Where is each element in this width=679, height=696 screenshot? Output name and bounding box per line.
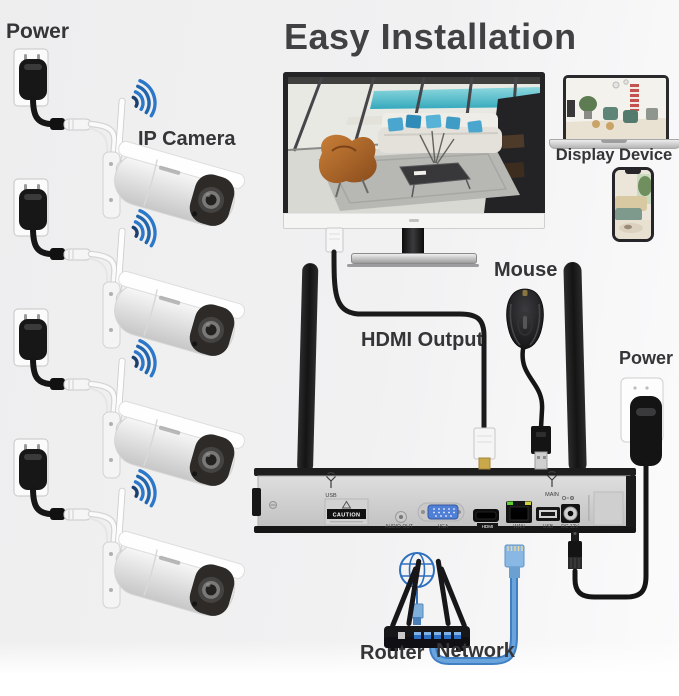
monitor xyxy=(283,72,545,213)
mouse-label: Mouse xyxy=(494,259,558,281)
nvr-vent-panel xyxy=(593,491,624,526)
cable-connector xyxy=(63,248,92,261)
wifi-icon xyxy=(131,209,157,248)
wan-label: WAN xyxy=(513,524,525,530)
caution-sticker: CAUTION xyxy=(324,498,369,526)
camera-mount xyxy=(102,151,121,219)
ip-camera-label: IP Camera xyxy=(138,128,236,150)
router xyxy=(384,558,470,651)
camera-unit xyxy=(13,48,245,226)
power-adapter xyxy=(19,319,47,360)
port-hdmi xyxy=(473,509,499,530)
dc-label: DC 12V xyxy=(561,524,579,530)
camera-cable-strand xyxy=(88,127,109,153)
living-room-scene xyxy=(288,77,540,213)
camera-cable-strand xyxy=(88,387,109,413)
audio-out-label: AUDIO OUT xyxy=(385,524,413,530)
dc-barrel-connector xyxy=(568,532,582,569)
camera-cable-core xyxy=(89,252,117,292)
router-network xyxy=(384,544,525,665)
nvr: USB MAIN CAUTION AUDIO OUT xyxy=(252,262,636,533)
monitor-logo xyxy=(409,219,419,222)
power-adapter-right xyxy=(630,396,662,466)
nvr-antenna-left xyxy=(297,263,319,474)
port-audio-out xyxy=(395,511,407,523)
cable-connector xyxy=(63,118,92,131)
camera-mount xyxy=(102,541,121,609)
power-adapter xyxy=(19,59,47,100)
nvr-antenna-right-label: MAIN xyxy=(545,492,559,498)
router-antenna xyxy=(390,566,419,629)
nvr-top-edge xyxy=(254,468,636,476)
laptop xyxy=(563,75,669,143)
display-device-label: Display Device xyxy=(555,146,673,164)
wifi-icon xyxy=(131,339,157,378)
page-title: Easy Installation xyxy=(284,16,577,57)
port-usb xyxy=(536,507,560,521)
router-antenna xyxy=(438,566,467,629)
power-cable xyxy=(30,225,57,257)
wifi-icon xyxy=(131,79,157,118)
camera-unit xyxy=(13,178,245,356)
laptop-hinge xyxy=(601,140,627,143)
phone-scene xyxy=(615,170,651,239)
cable-connector xyxy=(63,508,92,521)
power-adapter xyxy=(19,189,47,230)
monitor-chin xyxy=(283,213,545,229)
antenna-symbol-right xyxy=(547,471,557,487)
camera-cable-core xyxy=(89,512,117,552)
camera-column xyxy=(0,0,250,696)
monitor-stand-neck xyxy=(402,228,424,254)
phone-notch xyxy=(625,170,641,174)
power-plug-right xyxy=(620,377,664,466)
router-antenna xyxy=(406,558,422,627)
power-cable xyxy=(30,485,57,517)
camera-cable-core xyxy=(89,122,117,162)
ip-camera xyxy=(114,400,245,486)
network-label: Network xyxy=(436,640,515,662)
power-label-left: Power xyxy=(6,20,70,43)
ip-camera xyxy=(114,140,245,226)
usb-label: USB xyxy=(543,524,554,530)
power-cable xyxy=(30,355,57,387)
camera-cable-strand xyxy=(88,257,109,283)
router-antenna xyxy=(435,558,451,627)
vga-label: VGA xyxy=(438,524,449,530)
phone xyxy=(612,167,654,242)
power-label-right: Power xyxy=(619,348,674,368)
camera-cable-core xyxy=(89,382,117,422)
ip-camera xyxy=(114,270,245,356)
rj45-connector xyxy=(504,544,525,578)
port-wan xyxy=(506,501,532,523)
network-cable xyxy=(429,572,518,665)
power-adapter xyxy=(19,449,47,490)
nvr-right-strip xyxy=(626,476,636,527)
wifi-icon xyxy=(131,469,157,508)
cable-plug xyxy=(50,378,65,390)
nvr-bottom-edge xyxy=(254,526,636,533)
camera-unit xyxy=(13,438,245,616)
power-cable xyxy=(30,95,57,127)
camera-cable-strand xyxy=(88,517,109,543)
cable-connector xyxy=(63,378,92,391)
cable-plug xyxy=(50,508,65,520)
antenna-symbol-left xyxy=(326,472,336,488)
nvr-antenna-right xyxy=(563,262,587,473)
cable-plug xyxy=(50,248,65,260)
router-label: Router xyxy=(360,642,425,664)
camera-unit xyxy=(13,308,245,486)
port-vga xyxy=(417,502,465,522)
hdmi-label: HDMI xyxy=(482,524,494,529)
laptop-scene xyxy=(566,78,666,140)
nvr-side-print xyxy=(588,495,590,521)
caution-label: CAUTION xyxy=(333,513,361,519)
hdmi-connector-monitor xyxy=(325,227,344,253)
nvr-antenna-left-label: USB xyxy=(325,493,337,499)
laptop-base xyxy=(549,139,679,149)
cable-plug xyxy=(50,118,65,130)
ip-camera xyxy=(114,530,245,616)
nvr-mount-ear xyxy=(252,488,261,516)
camera-mount xyxy=(102,411,121,479)
